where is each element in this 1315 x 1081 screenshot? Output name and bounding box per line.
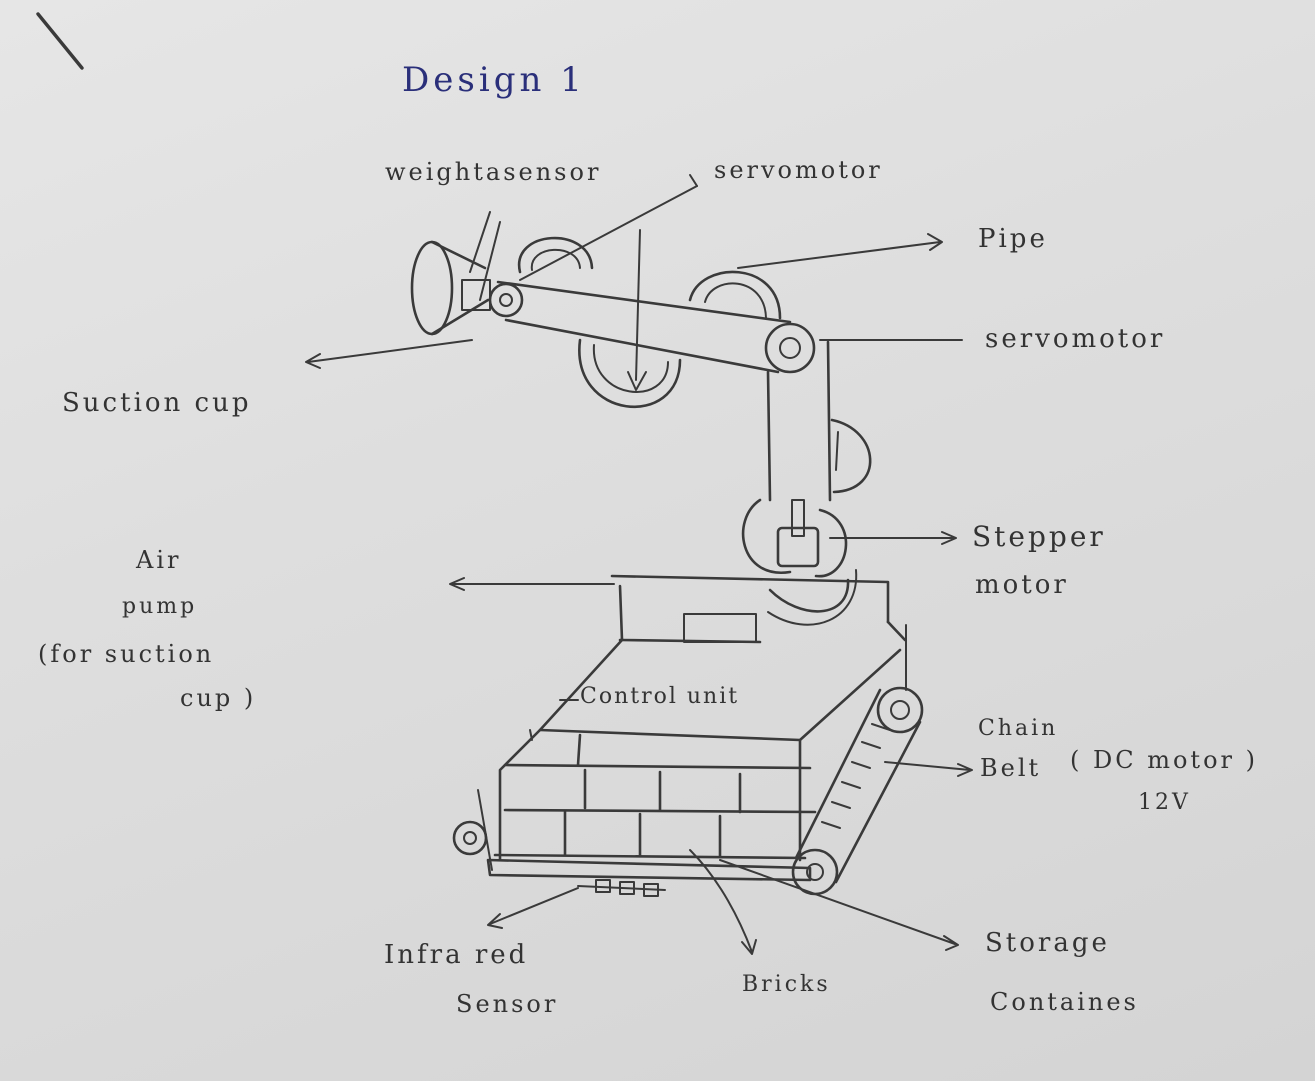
infrared-sensor-drawing — [578, 880, 665, 896]
label-stepper-motor-line2: motor — [975, 570, 1069, 600]
label-servomotor-right: servomotor — [985, 324, 1165, 354]
label-air-pump-line3: (for suction — [38, 640, 214, 668]
label-air-pump-line4: cup ) — [180, 684, 256, 712]
chain-belt-drawing — [454, 625, 922, 894]
label-servomotor-top: servomotor — [714, 156, 883, 184]
label-stepper-motor-line1: Stepper — [972, 520, 1106, 553]
label-pipe: Pipe — [978, 224, 1048, 254]
suction-cup-drawing — [412, 212, 500, 334]
label-storage-line2: Containes — [990, 988, 1139, 1016]
label-air-pump-line2: pump — [122, 594, 197, 619]
label-air-pump-line1: Air — [136, 546, 181, 574]
label-suction-cup: Suction cup — [62, 388, 252, 418]
label-dc-motor: ( DC motor ) — [1070, 746, 1258, 774]
diagram-title: Design 1 — [402, 60, 586, 100]
label-chain-belt-line2: Belt — [980, 754, 1041, 782]
corner-stroke — [38, 14, 82, 68]
label-control-unit: Control unit — [580, 684, 739, 709]
label-chain-belt-line1: Chain — [978, 716, 1058, 741]
label-bricks: Bricks — [742, 972, 831, 997]
label-weight-sensor: weightasensor — [385, 158, 601, 186]
label-infrared-line2: Sensor — [456, 990, 558, 1018]
label-infrared-line1: Infra red — [384, 940, 528, 970]
bricks-drawing — [488, 735, 815, 880]
label-dc-voltage: 12V — [1138, 790, 1191, 815]
label-storage-line1: Storage — [985, 928, 1110, 958]
base-drawing — [500, 576, 905, 860]
upper-arm-drawing — [490, 282, 814, 372]
servo-arcs-drawing — [519, 230, 780, 407]
